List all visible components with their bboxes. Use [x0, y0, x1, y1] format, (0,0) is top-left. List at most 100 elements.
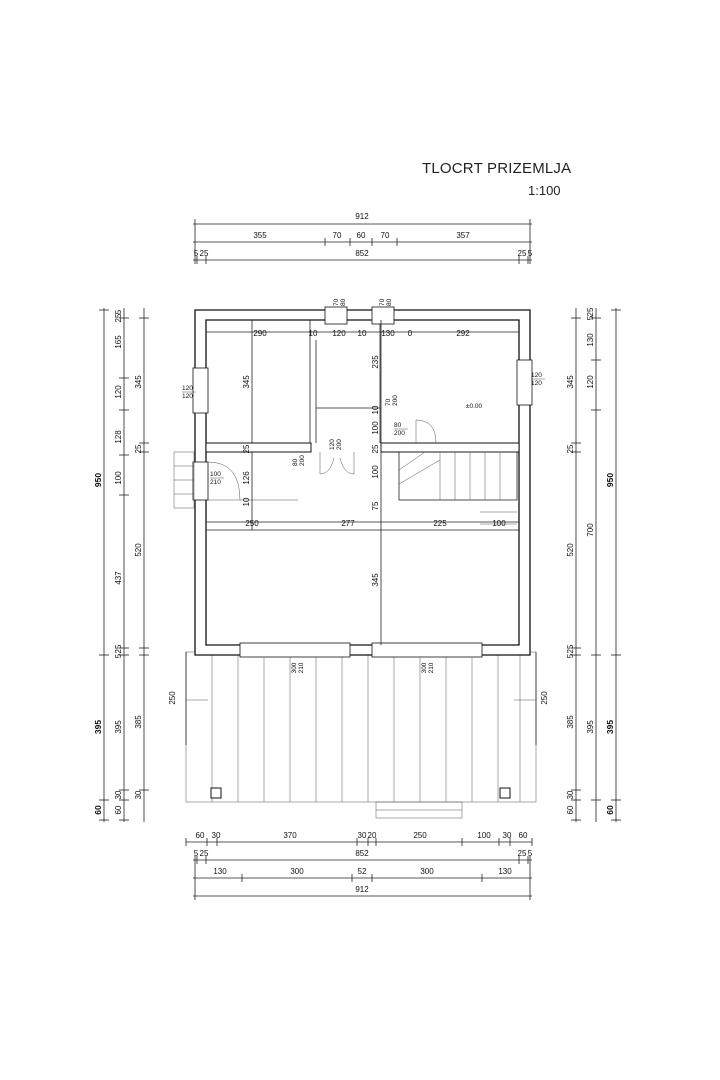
bdim-r1-6: 250: [413, 831, 427, 840]
dim-left-m-5: 5: [114, 309, 123, 314]
dim-right-60: 60: [605, 805, 615, 815]
bdim-r1-9: 60: [519, 831, 528, 840]
bdim-r3-2: 300: [290, 867, 304, 876]
dim-left-m-60: 60: [114, 805, 123, 814]
dim-top-2: 70: [333, 231, 342, 240]
door-entry-w: 100: [210, 471, 221, 478]
bdim-r1-8: 30: [503, 831, 512, 840]
rdim-entry: 126: [242, 471, 251, 485]
dim-left-m-128: 128: [114, 430, 123, 444]
dim-right-i-30: 30: [566, 790, 575, 799]
dim-right-i-25b: 25: [566, 644, 575, 653]
rdim-w7: 292: [456, 329, 470, 338]
rdim-liv3: 225: [433, 519, 447, 528]
rdim-w5: 130: [381, 329, 395, 338]
dim-right-950: 950: [605, 473, 615, 487]
top-dimensions: 912 355 70 60 70 357 5 25 852 25 5: [193, 212, 533, 264]
dim-left-m-437: 437: [114, 571, 123, 585]
win-top1-w: 70: [333, 298, 340, 306]
dim-right-m-130: 130: [586, 333, 595, 347]
opening-labels: 70 80 70 80 120 120 120 120 70 200 80 20…: [182, 298, 545, 673]
door-terr1-w: 300: [291, 662, 298, 673]
terrace-dim-left: 250: [168, 691, 177, 705]
terrace-deck: 250 250: [168, 651, 549, 819]
bdim-r1-7: 100: [477, 831, 491, 840]
bdim-r3-1: 130: [213, 867, 227, 876]
bdim-r3-5: 130: [498, 867, 512, 876]
dim-left-395: 395: [93, 720, 103, 734]
door-terr1-h: 210: [298, 662, 305, 673]
entry-steps: [173, 451, 195, 509]
dim-left-m-25: 25: [114, 313, 123, 322]
win-left-h: 120: [182, 393, 193, 400]
bdim-total: 912: [355, 885, 369, 894]
dim-left-950: 950: [93, 473, 103, 487]
dim-right-i-5: 5: [566, 653, 575, 658]
rdim-e10: 10: [242, 497, 251, 506]
bdim-r2-2: 25: [200, 849, 209, 858]
win-top2-w: 70: [379, 298, 386, 306]
rdim-h-s1: 10: [371, 405, 380, 414]
right-dimensions: 345 25 520 25 5 385 30 60 25 5 130 120 7…: [566, 307, 621, 822]
win-top2-h: 80: [386, 298, 393, 306]
rdim-h-hall2: 75: [371, 501, 380, 510]
rdim-w3: 120: [332, 329, 346, 338]
door-terr2-h: 210: [428, 662, 435, 673]
dim-top-r2-1: 5: [194, 249, 199, 258]
rdim-h-hall1: 100: [371, 465, 380, 479]
win-left-w: 120: [182, 385, 193, 392]
door-entry-h: 210: [210, 479, 221, 486]
bdim-r3-4: 300: [420, 867, 434, 876]
bdim-r1-4: 30: [358, 831, 367, 840]
win-top1-h: 80: [340, 298, 347, 306]
bdim-r2-1: 5: [194, 849, 199, 858]
door-room-w: 80: [394, 422, 402, 429]
rdim-h-main: 345: [371, 573, 380, 587]
rdim-w4: 10: [358, 329, 367, 338]
dim-left-i-345: 345: [134, 375, 143, 389]
dim-left-i-25: 25: [134, 444, 143, 453]
bdim-r1-5: 20: [368, 831, 377, 840]
staircase: [398, 451, 518, 525]
dim-left-m-395: 395: [114, 720, 123, 734]
bdim-r1-1: 60: [196, 831, 205, 840]
dim-left-i-30: 30: [134, 790, 143, 799]
dim-right-i-520: 520: [566, 543, 575, 557]
dim-top-r2-2: 25: [200, 249, 209, 258]
dim-left-m-165: 165: [114, 335, 123, 349]
dim-left-i-520: 520: [134, 543, 143, 557]
dim-left-m-120: 120: [114, 385, 123, 399]
dim-right-m-5: 5: [586, 315, 595, 320]
dim-top-total: 912: [355, 212, 369, 221]
rdim-e25: 25: [242, 444, 251, 453]
bottom-dimensions: 60 30 370 30 20 250 100 30 60 5 25 852 2…: [185, 831, 533, 900]
rdim-w1: 290: [253, 329, 267, 338]
door-closet-w: 120: [329, 439, 336, 450]
door-swings: [207, 419, 437, 501]
door-wc-w: 80: [292, 458, 299, 466]
dim-top-r2-5: 5: [528, 249, 533, 258]
door-bath-h: 200: [392, 395, 399, 406]
dim-top-3: 60: [357, 231, 366, 240]
rdim-h-s3: 25: [371, 444, 380, 453]
dim-right-m-700: 700: [586, 523, 595, 537]
walls: [192, 306, 533, 658]
dim-left-60: 60: [93, 805, 103, 815]
dim-left-m-5b: 5: [114, 653, 123, 658]
rdim-liv1: 250: [245, 519, 259, 528]
door-wc-h: 200: [299, 455, 306, 466]
rdim-liv4: 100: [492, 519, 506, 528]
bdim-r2-5: 5: [528, 849, 533, 858]
bdim-r1-3: 370: [283, 831, 297, 840]
dim-top-1: 355: [253, 231, 267, 240]
terrace-dim-right: 250: [540, 691, 549, 705]
dim-left-m-25b: 25: [114, 644, 123, 653]
win-right-w: 120: [531, 372, 542, 379]
bdim-r2-3: 852: [355, 849, 369, 858]
room-dimensions: 290 10 120 10 130 0 292 345 235 10 100 2…: [206, 320, 519, 645]
door-bath-w: 70: [385, 398, 392, 406]
rdim-h-left: 345: [242, 375, 251, 389]
rdim-w2: 10: [309, 329, 318, 338]
rdim-w6: 0: [408, 329, 413, 338]
